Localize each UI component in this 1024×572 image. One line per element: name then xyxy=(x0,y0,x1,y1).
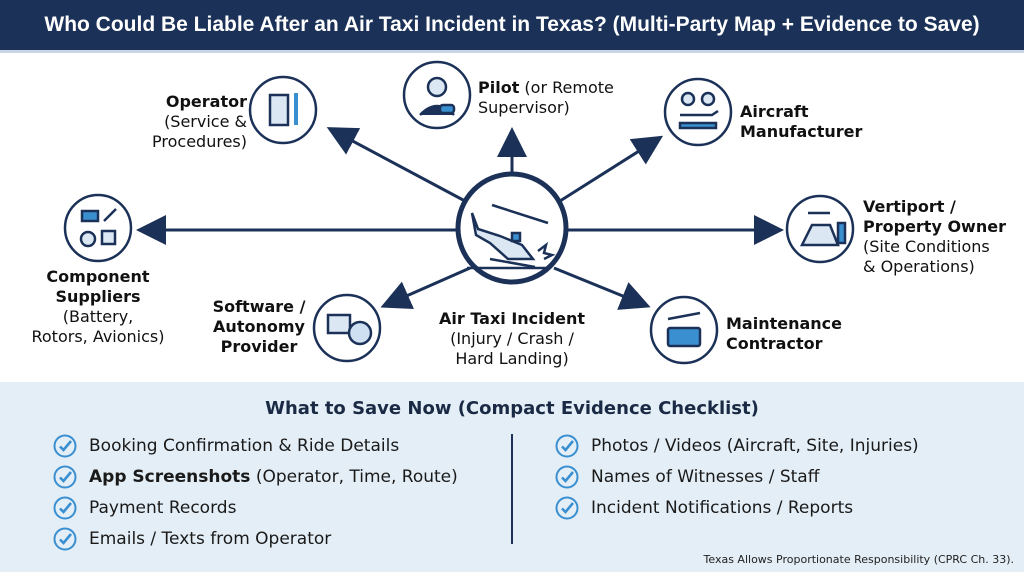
checklist-item: Booking Confirmation & Ride Details xyxy=(53,434,399,458)
toolbox-icon xyxy=(649,295,719,365)
item-text: Booking Confirmation & Ride Details xyxy=(89,436,400,456)
item-text: Incident Notifications / Reports xyxy=(591,498,854,518)
components-icon xyxy=(63,193,133,263)
building-icon xyxy=(248,75,318,145)
footer-note: Texas Allows Proportionate Responsibilit… xyxy=(703,553,1014,566)
checklist-item: Emails / Texts from Operator xyxy=(53,527,331,551)
divider xyxy=(511,434,513,544)
center-node xyxy=(455,171,569,285)
item-text: Names of Witnesses / Staff xyxy=(591,467,820,487)
helicopter-crash-icon xyxy=(467,203,556,270)
checklist-item: Names of Witnesses / Staff xyxy=(555,465,819,489)
item-text: Payment Records xyxy=(89,498,237,518)
check-circle-icon xyxy=(53,496,77,520)
item-text: (Operator, Time, Route) xyxy=(250,467,458,487)
item-text: Photos / Videos (Aircraft, Site, Injurie… xyxy=(591,436,919,456)
check-circle-icon xyxy=(555,496,579,520)
evidence-checklist: What to Save Now (Compact Evidence Check… xyxy=(0,382,1024,572)
check-circle-icon xyxy=(53,434,77,458)
vertiport-icon xyxy=(785,194,855,264)
item-bold: App Screenshots xyxy=(89,467,251,487)
checklist-title: What to Save Now (Compact Evidence Check… xyxy=(265,398,759,419)
checklist-item: Incident Notifications / Reports xyxy=(555,496,853,520)
check-circle-icon xyxy=(53,527,77,551)
item-text: Emails / Texts from Operator xyxy=(89,529,332,549)
checklist-item: App Screenshots (Operator, Time, Route) xyxy=(53,465,458,489)
party-operator: Operator(Service &Procedures) xyxy=(152,92,247,151)
arrow-operator xyxy=(326,127,466,203)
check-circle-icon xyxy=(555,434,579,458)
connector-arrows xyxy=(136,127,784,310)
check-circle-icon xyxy=(555,465,579,489)
arrow-manufacturer xyxy=(559,135,664,203)
liability-map xyxy=(63,60,855,365)
checklist-item: Photos / Videos (Aircraft, Site, Injurie… xyxy=(555,434,919,458)
checklist-item: Payment Records xyxy=(53,496,236,520)
party-vertiport: Vertiport /Property Owner(Site Condition… xyxy=(863,197,1006,276)
center-label: Air Taxi Incident(Injury / Crash /Hard L… xyxy=(438,309,585,368)
factory-aircraft-icon xyxy=(663,77,733,147)
check-circle-icon xyxy=(53,465,77,489)
arrow-software xyxy=(380,266,471,310)
page-title: Who Could Be Liable After an Air Taxi In… xyxy=(0,0,1024,53)
arrow-maintenance xyxy=(553,266,651,310)
pilot-icon xyxy=(402,60,472,130)
code-brain-icon xyxy=(312,293,382,363)
